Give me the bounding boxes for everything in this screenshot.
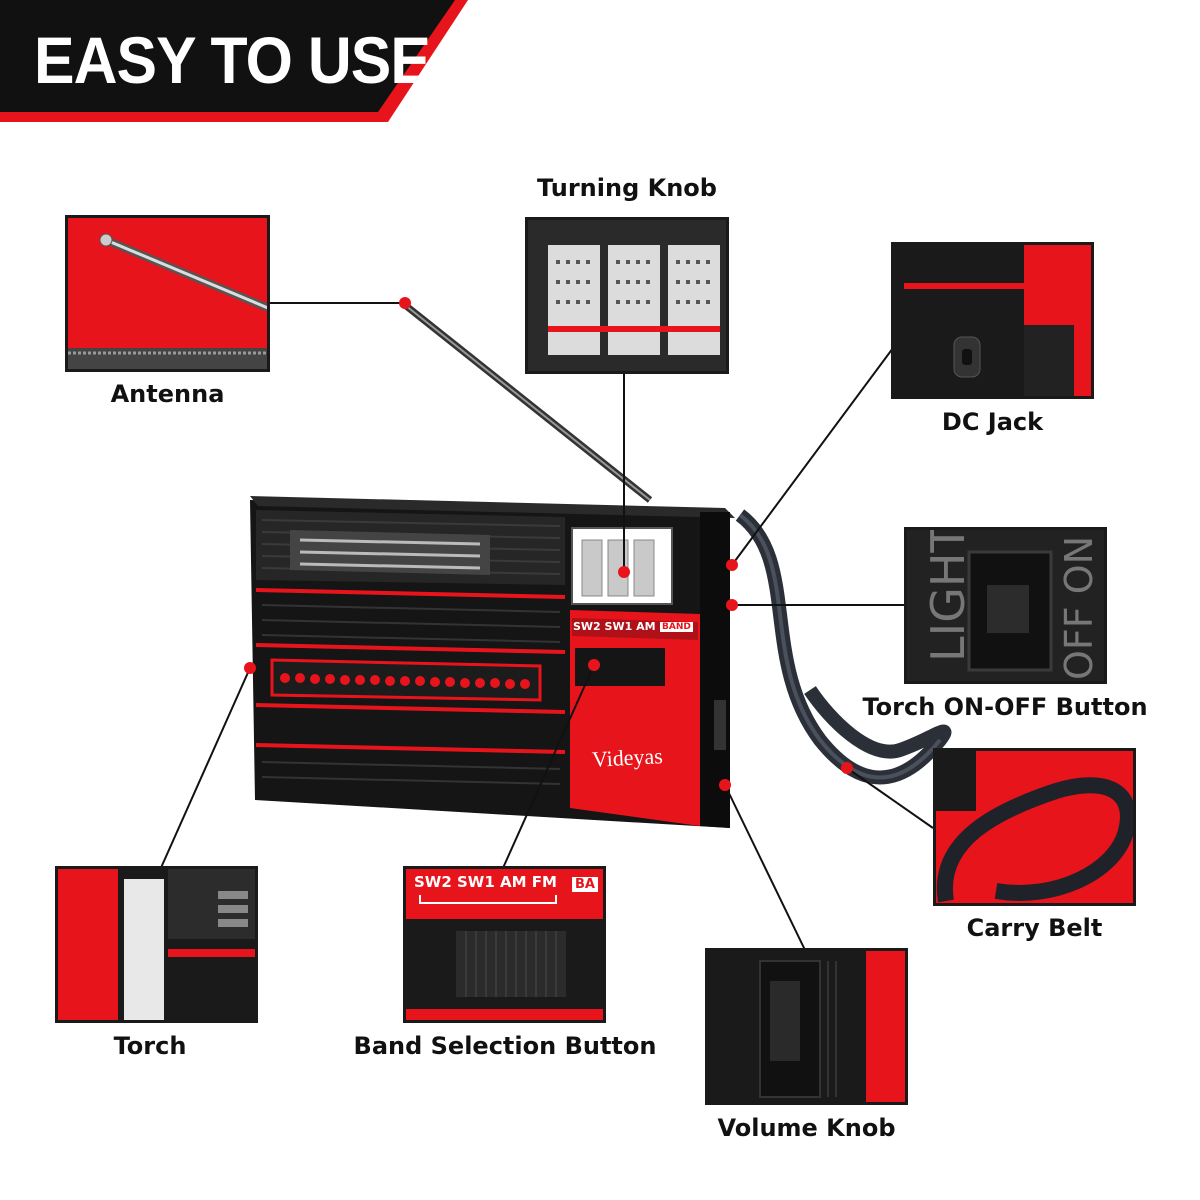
band-selection-closeup: SW2 SW1 AM FM BA [403,866,606,1023]
turning-knob-label: Turning Knob [537,174,717,202]
banner-shape [0,0,468,122]
dc-jack-closeup [891,242,1094,399]
torch-closeup [55,866,258,1023]
torch-switch-offon-text: OFF ON [1057,535,1101,680]
antenna-label: Antenna [110,380,225,408]
antenna-closeup [65,215,270,372]
radio-band-label: SW2 SW1 AM FM [573,620,678,633]
torch-switch-light-text: LIGHT [921,527,975,662]
radio-band-badge: BAND [660,622,693,632]
band-selection-label: Band Selection Button [353,1032,657,1060]
turning-knob-closeup [525,217,729,374]
torch-label: Torch [113,1032,187,1060]
torch-switch-label: Torch ON-OFF Button [862,693,1148,721]
callout-dots [244,297,853,791]
callout-lines [159,302,934,951]
carry-belt-label: Carry Belt [966,914,1103,942]
front-red-panel [570,610,700,826]
dc-jack-label: DC Jack [941,408,1044,436]
volume-knob-closeup [705,948,908,1105]
carry-belt-closeup [933,748,1136,906]
torch-switch-closeup: LIGHT OFF ON [904,527,1107,684]
radio-brand: Videyas [591,743,664,772]
band-closeup-badge: BA [572,877,598,892]
volume-knob-label: Volume Knob [717,1114,896,1142]
banner-title: EASY TO USE [34,23,431,97]
band-closeup-text: SW2 SW1 AM FM [414,873,557,891]
